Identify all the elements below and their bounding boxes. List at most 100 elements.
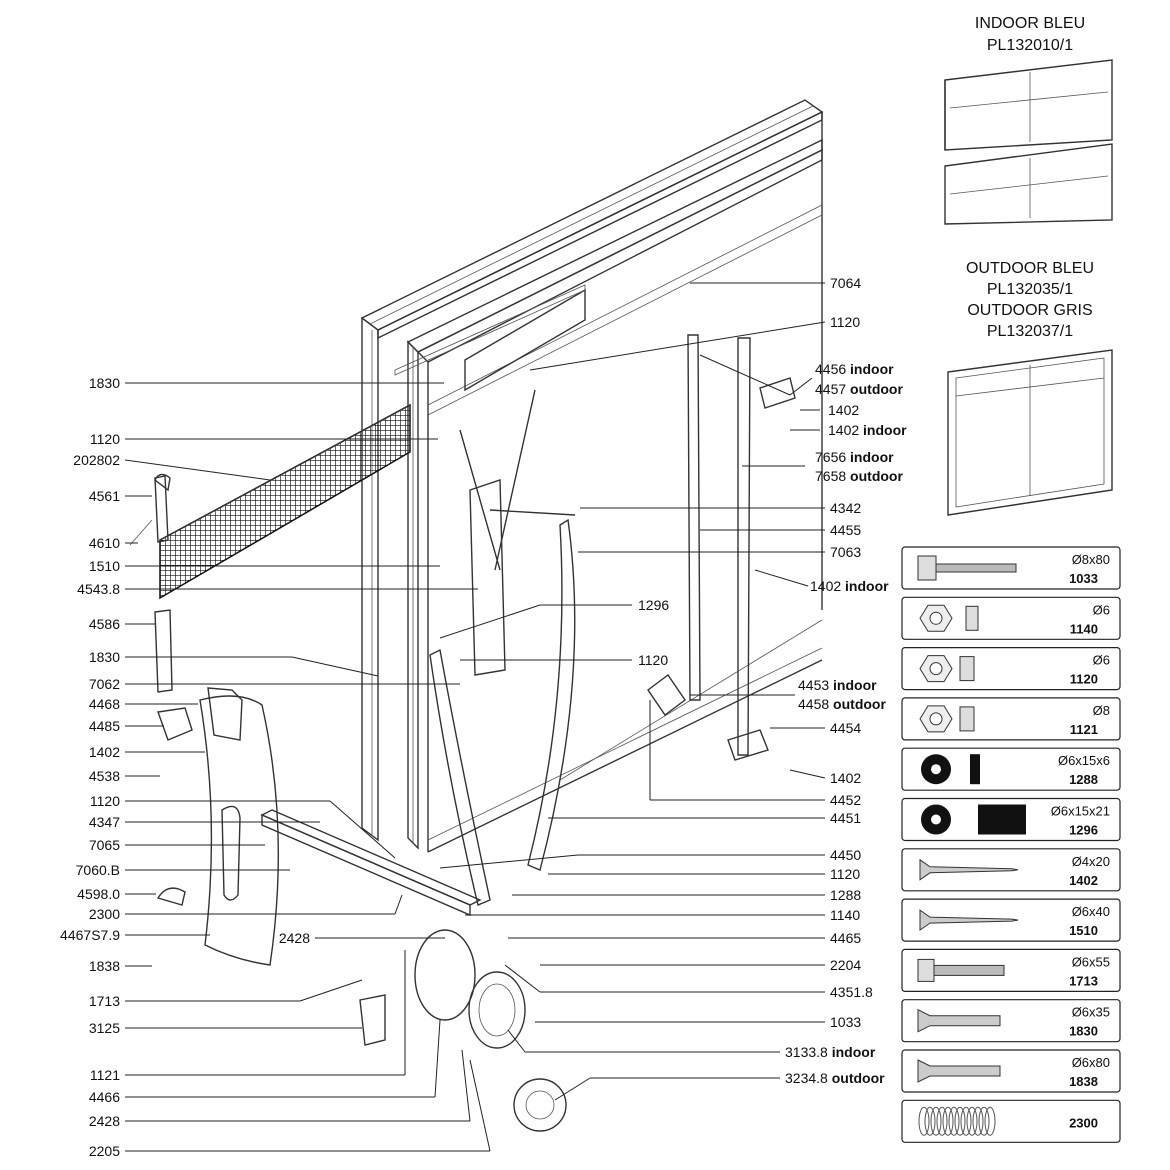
- hardware-box: Ø6x15x6 1288: [901, 747, 1121, 791]
- part-label: 7063: [830, 544, 861, 560]
- part-label: 1713: [89, 993, 120, 1009]
- part-label: 7656 indoor: [815, 449, 894, 465]
- hardware-dimension: Ø8x80: [1072, 552, 1110, 567]
- hardware-dimension: Ø6x15x6: [1058, 753, 1110, 768]
- part-label: 1120: [90, 431, 120, 447]
- hardware-reference: 1140: [1070, 621, 1098, 636]
- washer-icon: [921, 754, 980, 785]
- part-label: 4598.0: [77, 886, 120, 902]
- hardware-box: Ø8 1121: [901, 697, 1121, 741]
- part-label: 202802: [73, 452, 120, 468]
- hardware-dimension: Ø8: [1093, 703, 1110, 718]
- part-label: 7065: [89, 837, 120, 853]
- hardware-reference: 1288: [1069, 772, 1098, 787]
- hardware-reference: 1838: [1069, 1074, 1098, 1089]
- part-label: 7060.B: [76, 862, 120, 878]
- part-label: 3125: [89, 1020, 120, 1036]
- part-label: 2205: [89, 1143, 120, 1159]
- hardware-dimension: Ø6: [1093, 653, 1110, 668]
- hardware-box: Ø6 1120: [901, 646, 1121, 691]
- part-label: 4543.8: [77, 581, 120, 597]
- part-label: 4342: [830, 500, 861, 516]
- indoor-half-1-drawing: [944, 59, 1113, 151]
- part-label: 4351.8: [830, 984, 873, 1000]
- hardware-box-frame: [901, 596, 1121, 640]
- hardware-dimension: Ø6x80: [1072, 1055, 1110, 1070]
- wood-screw-icon: [919, 858, 1019, 881]
- part-label: 4468: [89, 696, 120, 712]
- hex-bolt-icon: [917, 555, 1017, 581]
- part-label: 4347: [89, 814, 120, 830]
- part-label: 7062: [89, 676, 120, 692]
- part-label: 1120: [830, 314, 860, 330]
- part-label: 3234.8 outdoor: [785, 1070, 885, 1086]
- hardware-dimension: Ø6x15x21: [1051, 804, 1110, 819]
- part-label: 4458 outdoor: [798, 696, 886, 712]
- part-label: 4610: [89, 535, 120, 551]
- part-label: 2204: [830, 957, 861, 973]
- part-label: 4466: [89, 1089, 120, 1105]
- part-label: 4452: [830, 792, 861, 808]
- indoor-ref: PL132010/1: [987, 37, 1073, 54]
- part-label: 4538: [89, 768, 120, 784]
- outdoor-ref-1: PL132035/1: [987, 281, 1073, 298]
- indoor-half-2-drawing: [944, 143, 1113, 225]
- part-label: 7658 outdoor: [815, 468, 903, 484]
- part-label: 4456 indoor: [815, 361, 894, 377]
- hardware-dimension: Ø6x40: [1072, 904, 1110, 919]
- spacer-icon: [921, 804, 1026, 835]
- hardware-legend: Ø8x801033Ø61140Ø61120Ø81121Ø6x15x61288Ø6…: [901, 546, 1121, 1143]
- hardware-dimension: Ø6x35: [1072, 1005, 1110, 1020]
- part-label: 1121: [90, 1067, 120, 1083]
- hardware-box: 2300: [901, 1099, 1121, 1143]
- part-label: 4561: [89, 488, 120, 504]
- part-label: 1120: [90, 793, 120, 809]
- hardware-box-frame: [901, 948, 1121, 993]
- part-label: 1402: [89, 744, 120, 760]
- hardware-reference: 1121: [1070, 722, 1098, 737]
- part-label: 1838: [89, 958, 120, 974]
- part-label: 4457 outdoor: [815, 381, 903, 397]
- hardware-dimension: Ø4x20: [1072, 854, 1110, 869]
- part-label: 1120: [830, 866, 860, 882]
- hardware-reference: 1510: [1069, 923, 1098, 938]
- indoor-panel: INDOOR BLEU PL132010/1: [944, 15, 1113, 225]
- part-label: 4455: [830, 522, 861, 538]
- hex-nut-icon: [919, 604, 979, 632]
- hardware-dimension: Ø6x55: [1072, 954, 1110, 969]
- outdoor-table-drawing: [947, 349, 1113, 516]
- part-label: 1120: [638, 652, 668, 668]
- hex-screw-icon: [917, 958, 1005, 982]
- countersunk-screw-icon: [917, 1008, 1001, 1033]
- part-label: 4453 indoor: [798, 677, 877, 693]
- net-post-drawing: [129, 475, 173, 693]
- part-label: 1402: [830, 770, 861, 786]
- hardware-box: Ø6x80 1838: [901, 1049, 1121, 1093]
- left-part-labels: 1830 1120 202802 4561 4610 1510 4543.8 4…: [60, 375, 120, 1159]
- outdoor-title-2: OUTDOOR GRIS: [967, 302, 1092, 319]
- hardware-box: Ø6x40 1510: [901, 898, 1121, 942]
- outdoor-title-1: OUTDOOR BLEU: [966, 260, 1094, 277]
- part-label: 1402: [828, 402, 859, 418]
- part-label: 1510: [89, 558, 120, 574]
- hardware-reference: 1033: [1069, 571, 1098, 586]
- hardware-box-frame: [901, 697, 1121, 741]
- lock-nut-icon: [919, 655, 975, 683]
- part-label: 2428: [89, 1113, 120, 1129]
- hardware-box-frame: [901, 1049, 1121, 1093]
- part-label: 4451: [830, 810, 861, 826]
- hardware-box-frame: [901, 747, 1121, 791]
- indoor-title: INDOOR BLEU: [975, 15, 1085, 32]
- part-label: 4450: [830, 847, 861, 863]
- hardware-reference: 1120: [1070, 672, 1098, 687]
- outdoor-ref-2: PL132037/1: [987, 323, 1073, 340]
- part-label: 4465: [830, 930, 861, 946]
- part-label: 4454: [830, 720, 861, 736]
- spring-icon: [918, 1106, 996, 1136]
- part-label: 1288: [830, 887, 861, 903]
- part-label: 1402 indoor: [828, 422, 907, 438]
